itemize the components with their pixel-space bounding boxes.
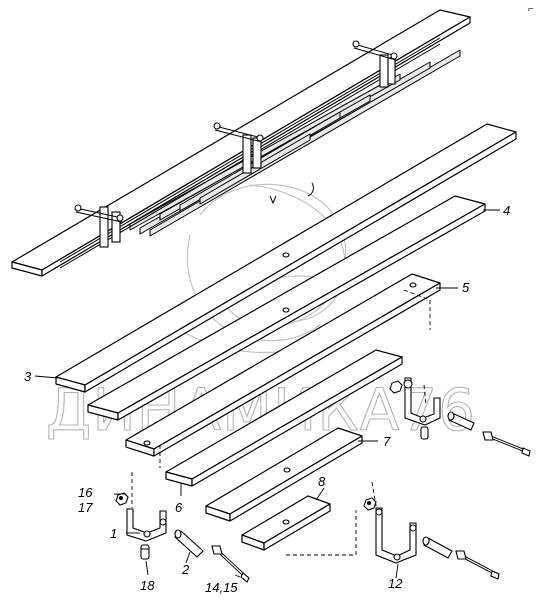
callout-18: 18	[140, 578, 155, 593]
u-bracket-12	[375, 507, 417, 564]
callout-12: 12	[388, 576, 403, 591]
nut-12	[363, 497, 377, 511]
assembled-spring-pack	[11, 9, 471, 277]
leaf-4	[87, 195, 486, 421]
leaf-7	[205, 427, 363, 522]
roller-2	[174, 529, 204, 558]
clamp-middle	[213, 122, 264, 174]
nut-16-17	[115, 492, 129, 506]
roller-upper	[447, 411, 475, 431]
u-bracket-1	[126, 508, 167, 542]
pin-18	[140, 544, 150, 560]
bolt-12	[455, 550, 500, 580]
callout-3: 3	[24, 369, 32, 384]
bolt-upper	[482, 431, 531, 457]
leaf-8	[241, 495, 331, 551]
leaf-3	[55, 123, 517, 393]
clamp-left	[74, 204, 124, 248]
callout-17: 17	[78, 500, 93, 515]
callout-7: 7	[383, 434, 391, 449]
callout-8: 8	[318, 474, 326, 489]
pin-upper	[420, 426, 429, 440]
corner-mark: ⌐	[528, 4, 534, 15]
callout-2: 2	[181, 562, 190, 577]
leader-lines	[34, 209, 500, 579]
callout-4: 4	[503, 203, 510, 218]
leaf-6	[165, 349, 403, 487]
leaf-5	[125, 273, 441, 457]
callout-14-15: 14,15	[205, 580, 238, 595]
bolt-14-15	[211, 545, 250, 583]
assembly-guide-lines	[131, 289, 431, 556]
nut-upper	[389, 380, 403, 394]
u-bracket-upper	[403, 377, 441, 426]
roller-12	[422, 536, 453, 559]
callout-6: 6	[175, 500, 183, 515]
clamp-right	[352, 40, 398, 88]
callout-1: 1	[110, 526, 117, 541]
callout-16: 16	[78, 485, 93, 500]
callout-5: 5	[462, 280, 470, 295]
